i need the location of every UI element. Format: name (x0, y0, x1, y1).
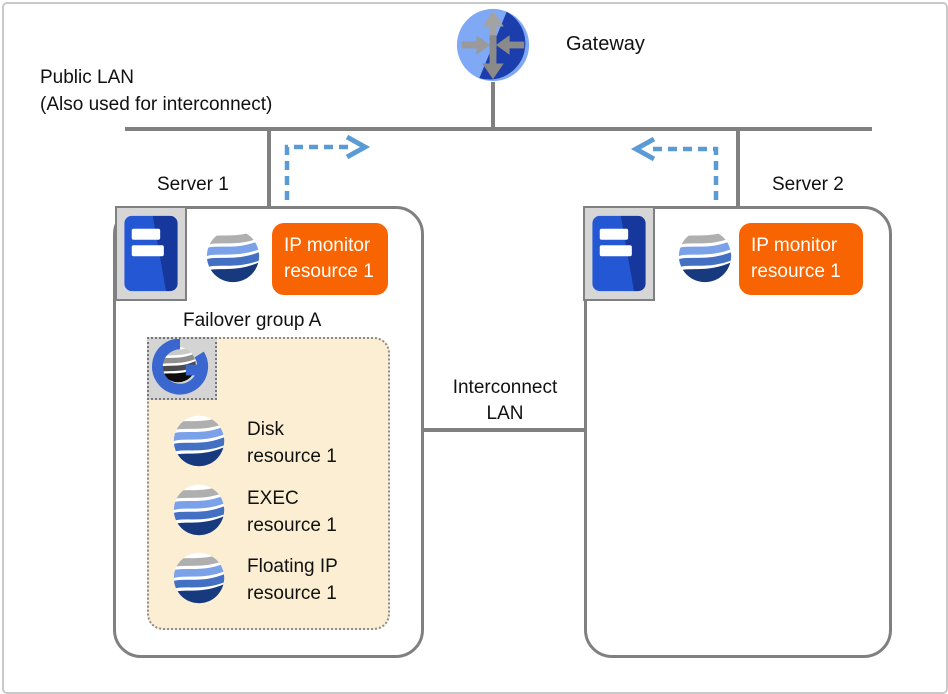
interconnect-lan-label: Interconnect LAN (452, 377, 558, 424)
group-resource-label: Disk resource 1 (247, 419, 337, 467)
server-tower-icon (115, 206, 187, 301)
dashed-arrow-right-icon (278, 134, 374, 202)
public-lan-line (125, 127, 872, 131)
failover-group-label: Failover group A (183, 310, 322, 331)
wave-resource-icon (677, 228, 733, 284)
server-tower-icon (583, 206, 655, 301)
server1-label: Server 1 (157, 174, 229, 195)
wave-resource-icon (172, 483, 226, 537)
group-resource-label: Floating IP resource 1 (247, 556, 338, 604)
wave-resource-icon (205, 228, 261, 284)
interconnect-line (424, 428, 585, 432)
ip-monitor-badge: IP monitor resource 1 (272, 223, 388, 295)
gateway-label: Gateway (566, 33, 645, 55)
server2-label: Server 2 (772, 174, 844, 195)
gateway-icon (454, 6, 532, 84)
ip-monitor-badge: IP monitor resource 1 (739, 223, 863, 295)
wave-resource-icon (172, 551, 226, 605)
wave-resource-icon (172, 414, 226, 468)
dashed-arrow-left-icon (628, 134, 724, 202)
server2-connector-line (736, 131, 740, 207)
server1-connector-line (267, 131, 271, 207)
failover-group-icon (147, 337, 217, 400)
gateway-connector-line (491, 82, 495, 127)
group-resource-label: EXEC resource 1 (247, 488, 337, 536)
public-lan-label: Public LAN (Also used for interconnect) (40, 67, 273, 115)
